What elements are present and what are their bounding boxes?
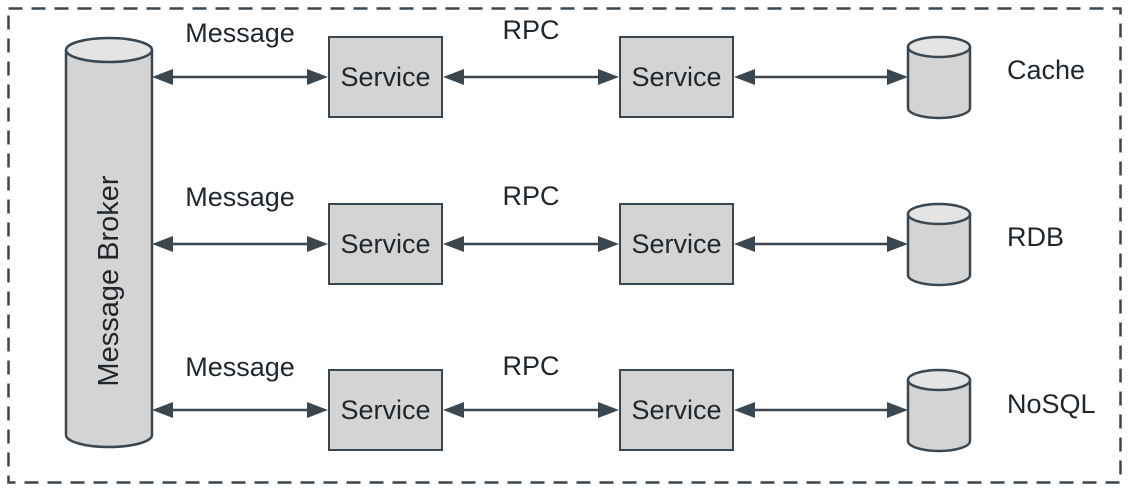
arrowhead-left-icon bbox=[443, 236, 464, 252]
service-node: Service bbox=[619, 203, 734, 285]
arrowhead-right-icon bbox=[307, 69, 328, 85]
database-cylinder-icon bbox=[906, 214, 972, 287]
arrowhead-right-icon bbox=[887, 236, 908, 252]
message-arrow-label: Message bbox=[185, 352, 295, 382]
broker-cylinder-top bbox=[64, 36, 154, 64]
arrowhead-left-icon bbox=[152, 236, 173, 252]
datastore-label: RDB bbox=[1007, 222, 1065, 252]
service-node: Service bbox=[328, 36, 443, 118]
database-cylinder-top bbox=[906, 202, 972, 226]
service-node: Service bbox=[619, 369, 734, 451]
row2-message-arrow bbox=[152, 236, 328, 252]
service-node: Service bbox=[328, 203, 443, 285]
row3-datastore-node bbox=[906, 368, 972, 453]
row1-datastore-node bbox=[906, 35, 972, 120]
message-broker-node: Message Broker bbox=[64, 36, 154, 449]
row2-datastore-arrow bbox=[734, 236, 908, 252]
arrowhead-left-icon bbox=[152, 402, 173, 418]
row1-rpc-arrow bbox=[443, 69, 619, 85]
datastore-label: Cache bbox=[1007, 55, 1086, 85]
arrowhead-right-icon bbox=[887, 402, 908, 418]
database-cylinder-icon bbox=[906, 380, 972, 453]
datastore-label: NoSQL bbox=[1007, 389, 1096, 419]
arrowhead-left-icon bbox=[443, 402, 464, 418]
arrowhead-left-icon bbox=[443, 69, 464, 85]
service-node: Service bbox=[328, 369, 443, 451]
arrowhead-right-icon bbox=[598, 402, 619, 418]
arrowhead-left-icon bbox=[734, 236, 755, 252]
message-broker-label: Message Broker bbox=[93, 175, 125, 386]
dashed-boundary bbox=[7, 7, 1122, 484]
arrowhead-right-icon bbox=[598, 236, 619, 252]
rpc-arrow-label: RPC bbox=[502, 15, 560, 45]
rpc-arrow-label: RPC bbox=[502, 351, 560, 381]
message-arrow-label: Message bbox=[185, 18, 295, 48]
arrowhead-right-icon bbox=[307, 236, 328, 252]
row3-rpc-arrow bbox=[443, 402, 619, 418]
message-arrow-label: Message bbox=[185, 182, 295, 212]
database-cylinder-icon bbox=[906, 47, 972, 120]
database-cylinder-top bbox=[906, 368, 972, 392]
row3-message-arrow bbox=[152, 402, 328, 418]
row2-datastore-node bbox=[906, 202, 972, 287]
database-cylinder-top bbox=[906, 35, 972, 59]
rpc-arrow-label: RPC bbox=[502, 181, 560, 211]
row1-datastore-arrow bbox=[734, 69, 908, 85]
arrowhead-left-icon bbox=[152, 69, 173, 85]
arrowhead-right-icon bbox=[887, 69, 908, 85]
broker-cylinder-icon bbox=[64, 50, 154, 449]
arrowhead-right-icon bbox=[307, 402, 328, 418]
row3-datastore-arrow bbox=[734, 402, 908, 418]
arrowhead-left-icon bbox=[734, 69, 755, 85]
arrowhead-left-icon bbox=[734, 402, 755, 418]
row1-message-arrow bbox=[152, 69, 328, 85]
arrowhead-right-icon bbox=[598, 69, 619, 85]
service-node: Service bbox=[619, 36, 734, 118]
row2-rpc-arrow bbox=[443, 236, 619, 252]
